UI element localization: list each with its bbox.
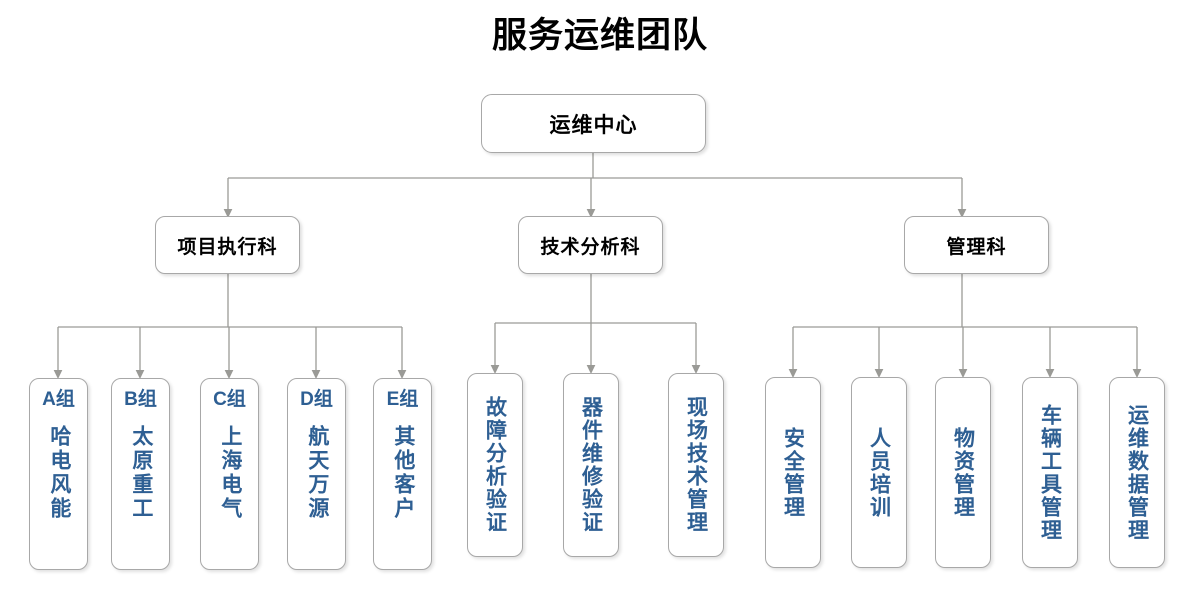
tech-unit-label: 现场技术管理 (684, 396, 708, 534)
node-admin-ops-data[interactable]: 运维数据管理 (1109, 377, 1165, 568)
node-dept-label: 技术分析科 (540, 236, 641, 258)
node-admin-materials[interactable]: 物资管理 (935, 377, 991, 568)
node-admin-training[interactable]: 人员培训 (851, 377, 907, 568)
admin-unit-label: 运维数据管理 (1125, 403, 1149, 542)
tech-unit-label: 故障分析验证 (483, 396, 507, 534)
admin-unit-label: 人员培训 (867, 426, 891, 519)
tech-unit-label: 器件维修验证 (579, 396, 603, 534)
group-client-label: 太原重工 (129, 425, 153, 521)
node-dept-label: 管理科 (946, 236, 1007, 258)
group-code-label: C组 (213, 389, 246, 410)
admin-unit-label: 车辆工具管理 (1038, 403, 1062, 542)
group-client-label: 航天万源 (305, 425, 329, 521)
group-code-label: B组 (124, 389, 157, 410)
node-tech-onsite-management[interactable]: 现场技术管理 (668, 373, 724, 557)
node-group-e[interactable]: E组 其他客户 (373, 378, 432, 570)
group-code-label: E组 (386, 389, 419, 410)
node-group-a[interactable]: A组 哈电风能 (29, 378, 88, 570)
group-code-label: A组 (42, 389, 75, 410)
node-group-d[interactable]: D组 航天万源 (287, 378, 346, 570)
node-tech-fault-analysis[interactable]: 故障分析验证 (467, 373, 523, 557)
node-root-label: 运维中心 (549, 113, 638, 137)
node-dept-project-execution[interactable]: 项目执行科 (155, 216, 300, 274)
node-dept-technical-analysis[interactable]: 技术分析科 (518, 216, 663, 274)
admin-unit-label: 物资管理 (951, 426, 975, 519)
node-admin-safety[interactable]: 安全管理 (765, 377, 821, 568)
group-client-label: 哈电风能 (47, 425, 71, 521)
node-dept-label: 项目执行科 (177, 236, 278, 258)
node-group-c[interactable]: C组 上海电气 (200, 378, 259, 570)
group-code-label: D组 (300, 389, 333, 410)
page-title: 服务运维团队 (491, 16, 708, 55)
group-client-label: 上海电气 (218, 425, 242, 521)
node-root-ops-center[interactable]: 运维中心 (481, 94, 706, 153)
node-tech-component-repair[interactable]: 器件维修验证 (563, 373, 619, 557)
admin-unit-label: 安全管理 (781, 426, 805, 519)
node-dept-management[interactable]: 管理科 (904, 216, 1049, 274)
node-group-b[interactable]: B组 太原重工 (111, 378, 170, 570)
group-client-label: 其他客户 (391, 425, 415, 521)
node-admin-vehicle-tools[interactable]: 车辆工具管理 (1022, 377, 1078, 568)
